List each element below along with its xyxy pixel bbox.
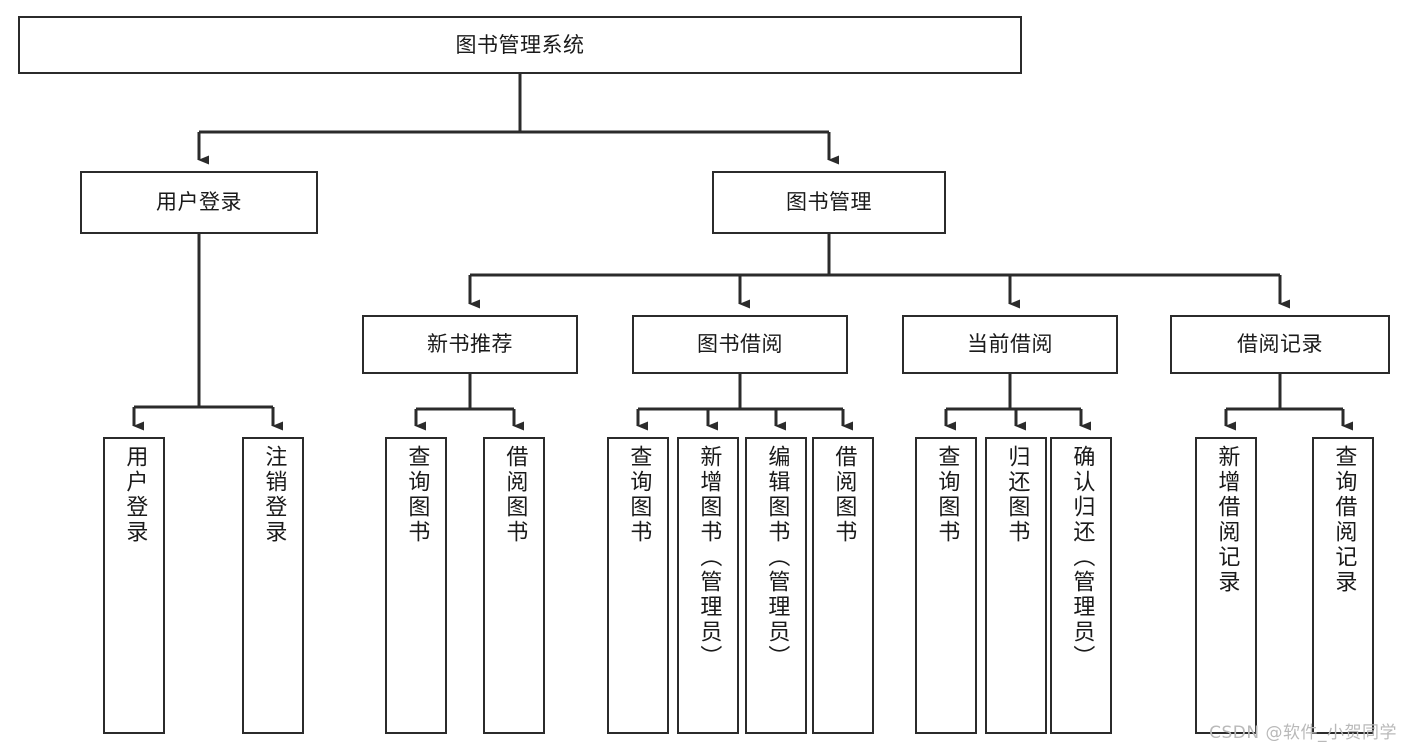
- node-label: 新增借阅记录: [1214, 445, 1240, 595]
- node-label: 查询图书: [626, 445, 652, 545]
- node-label: 查询借阅记录: [1331, 445, 1357, 595]
- node-current-borrow[interactable]: 当前借阅: [902, 315, 1118, 374]
- node-leaf-borrow-book[interactable]: 借阅图书: [812, 437, 874, 734]
- node-label: 借阅图书: [831, 445, 857, 545]
- node-leaf-query-book-current[interactable]: 查询图书: [915, 437, 977, 734]
- node-label: 当前借阅: [967, 332, 1053, 357]
- node-leaf-add-borrow-record[interactable]: 新增借阅记录: [1195, 437, 1257, 734]
- node-label: 编辑图书（管理员）: [764, 445, 790, 670]
- node-leaf-query-book-newbook[interactable]: 查询图书: [385, 437, 447, 734]
- node-book-borrow[interactable]: 图书借阅: [632, 315, 848, 374]
- node-label: 图书借阅: [697, 332, 783, 357]
- node-label: 归还图书: [1004, 445, 1030, 545]
- node-leaf-query-book-borrow[interactable]: 查询图书: [607, 437, 669, 734]
- node-leaf-return-book[interactable]: 归还图书: [985, 437, 1047, 734]
- node-label: 查询图书: [934, 445, 960, 545]
- node-label: 确认归还（管理员）: [1069, 445, 1095, 670]
- node-label: 用户登录: [122, 445, 148, 545]
- node-label: 查询图书: [404, 445, 430, 545]
- node-leaf-query-borrow-record[interactable]: 查询借阅记录: [1312, 437, 1374, 734]
- node-label: 注销登录: [261, 445, 287, 545]
- node-borrow-record[interactable]: 借阅记录: [1170, 315, 1390, 374]
- node-leaf-user-login[interactable]: 用户登录: [103, 437, 165, 734]
- watermark-text: CSDN @软件_小贺同学: [1209, 723, 1397, 743]
- node-leaf-borrow-book-newbook[interactable]: 借阅图书: [483, 437, 545, 734]
- node-label: 图书管理系统: [455, 32, 585, 57]
- node-label: 用户登录: [156, 190, 242, 215]
- node-leaf-confirm-return-admin[interactable]: 确认归还（管理员）: [1050, 437, 1112, 734]
- node-root-system[interactable]: 图书管理系统: [18, 16, 1022, 74]
- node-label: 新书推荐: [427, 332, 513, 357]
- node-leaf-add-book-admin[interactable]: 新增图书（管理员）: [677, 437, 739, 734]
- node-book-manage[interactable]: 图书管理: [712, 171, 946, 234]
- node-new-book-recommend[interactable]: 新书推荐: [362, 315, 578, 374]
- node-leaf-edit-book-admin[interactable]: 编辑图书（管理员）: [745, 437, 807, 734]
- node-leaf-logout[interactable]: 注销登录: [242, 437, 304, 734]
- node-label: 借阅图书: [502, 445, 528, 545]
- node-label: 新增图书（管理员）: [696, 445, 722, 670]
- node-user-login[interactable]: 用户登录: [80, 171, 318, 234]
- node-label: 借阅记录: [1237, 332, 1323, 357]
- node-label: 图书管理: [786, 190, 872, 215]
